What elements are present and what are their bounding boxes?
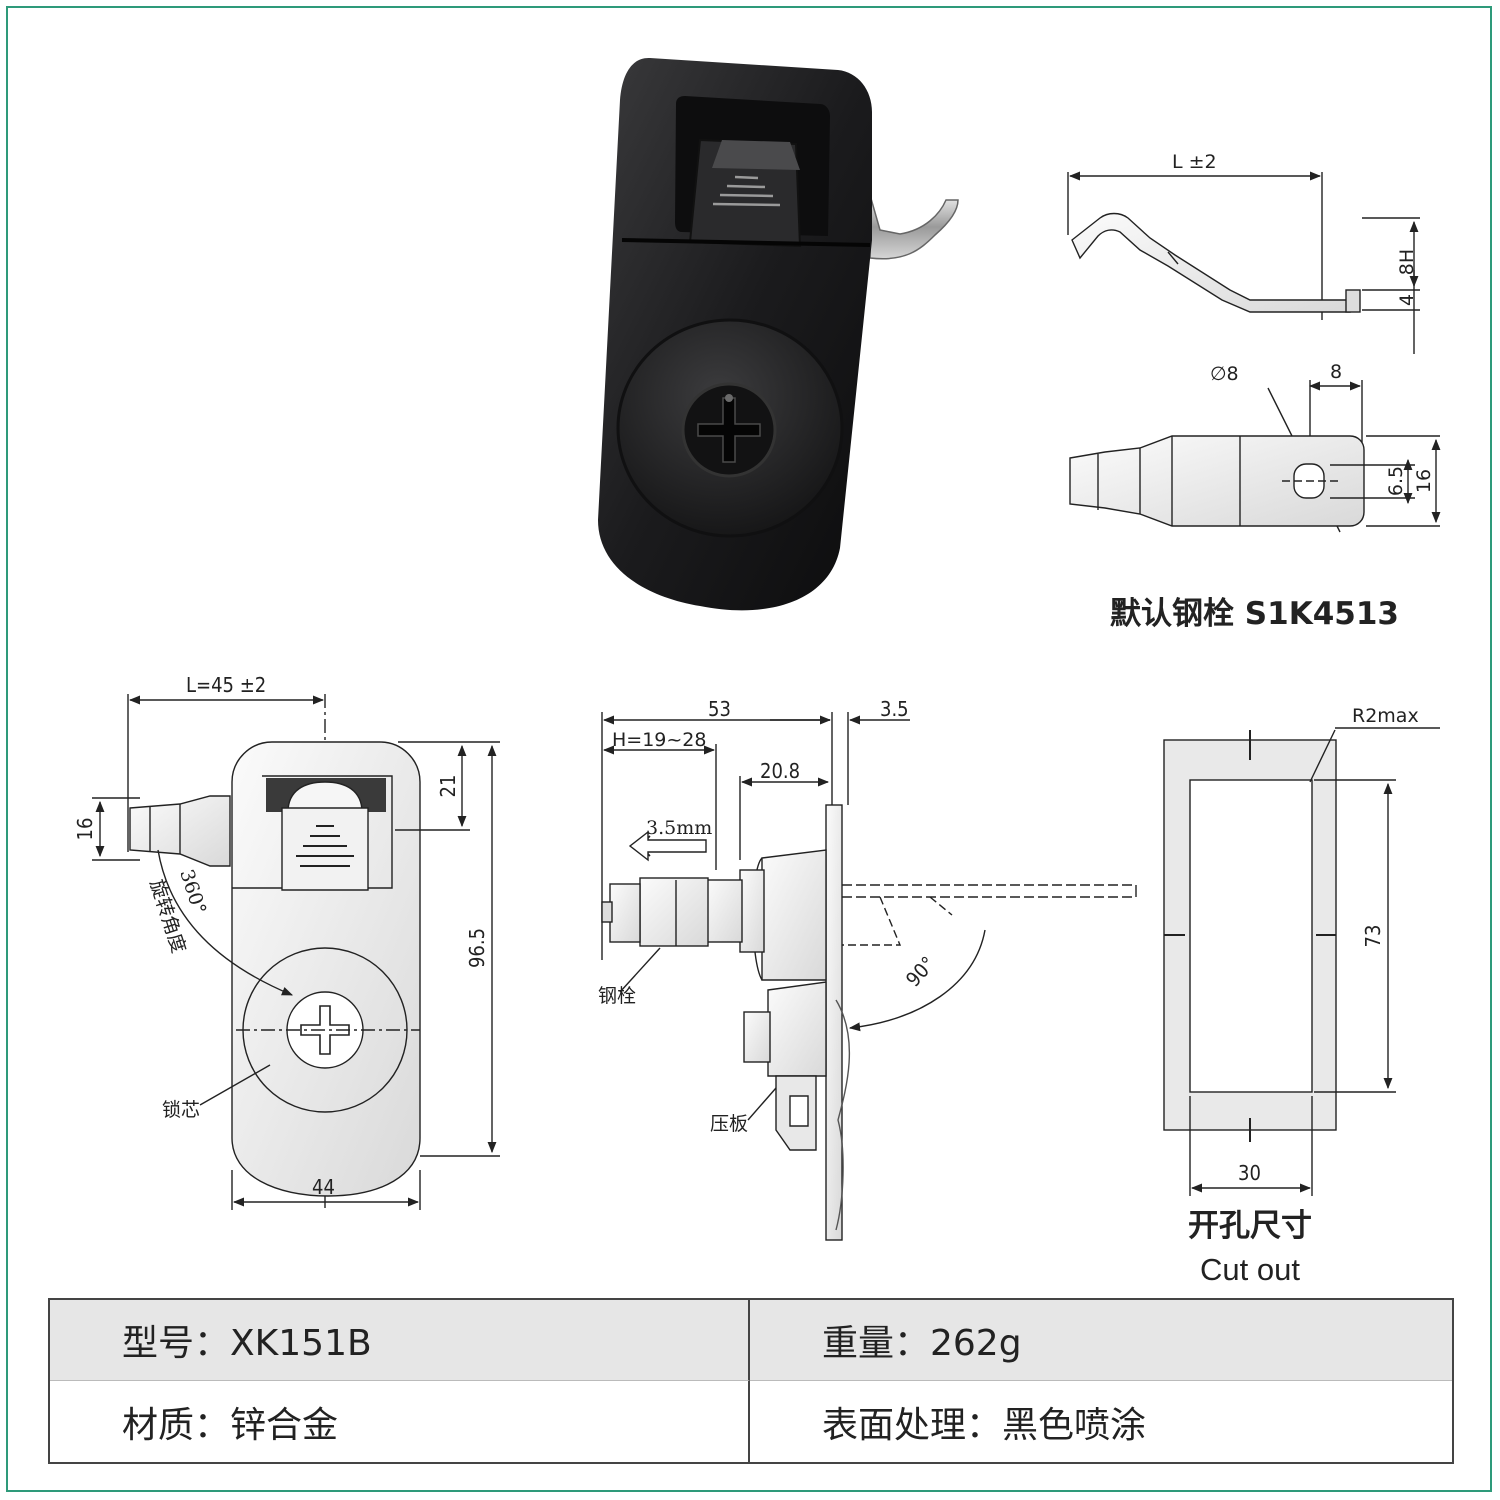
pin-thickness-label: 4	[1396, 294, 1418, 306]
front-length-label: L=45 ±2	[186, 673, 266, 697]
side-plate-name-label: 压板	[710, 1113, 748, 1135]
latch-photo	[598, 57, 959, 611]
cutout-drawing	[1163, 727, 1440, 1196]
side-angle-label: 90°	[901, 952, 940, 992]
front-width-label: 44	[312, 1175, 335, 1199]
pin-side-drawing	[1067, 171, 1420, 354]
pin-length-label: L ±2	[1172, 151, 1217, 173]
cutout-title-zh: 开孔尺寸	[1188, 1208, 1312, 1244]
side-view-drawing	[601, 712, 1137, 1241]
pin-caption: 默认钢栓 S1K4513	[1110, 596, 1399, 632]
front-pin-label: 16	[73, 818, 97, 841]
side-body-label: 20.8	[760, 759, 800, 783]
side-plate-label: 3.5	[880, 697, 909, 721]
front-height-label: 96.5	[465, 928, 489, 968]
front-top-label: 21	[436, 775, 460, 798]
cutout-radius-label: R2max	[1352, 705, 1419, 727]
image-frame	[6, 6, 1492, 1492]
side-overall-label: 53	[708, 697, 731, 721]
spec-weight: 重量：262g	[750, 1300, 1452, 1381]
pin-hole-label: ∅8	[1210, 363, 1239, 385]
spec-table: 型号：XK151B 重量：262g 材质：锌合金 表面处理：黑色喷涂	[48, 1298, 1454, 1464]
cutout-title-en: Cut out	[1200, 1252, 1300, 1287]
side-pin-label: 钢栓	[598, 985, 636, 1007]
spec-model: 型号：XK151B	[50, 1300, 750, 1381]
front-core-label: 锁芯	[162, 1099, 200, 1121]
pin-top-drawing	[1069, 380, 1441, 533]
side-range-label: H=19~28	[612, 729, 706, 751]
pin-slot-label: 6.5	[1385, 466, 1407, 496]
side-travel-label: 3.5mm	[646, 817, 712, 839]
spec-material: 材质：锌合金	[50, 1381, 750, 1462]
pin-height-label: 8H	[1396, 249, 1418, 275]
front-view-drawing	[92, 694, 500, 1210]
cutout-width-label: 30	[1238, 1161, 1261, 1185]
cutout-height-label: 73	[1361, 925, 1385, 948]
pin-width-label: 16	[1413, 469, 1435, 493]
spec-finish: 表面处理：黑色喷涂	[750, 1381, 1452, 1462]
pin-offset-label: 8	[1330, 361, 1342, 383]
